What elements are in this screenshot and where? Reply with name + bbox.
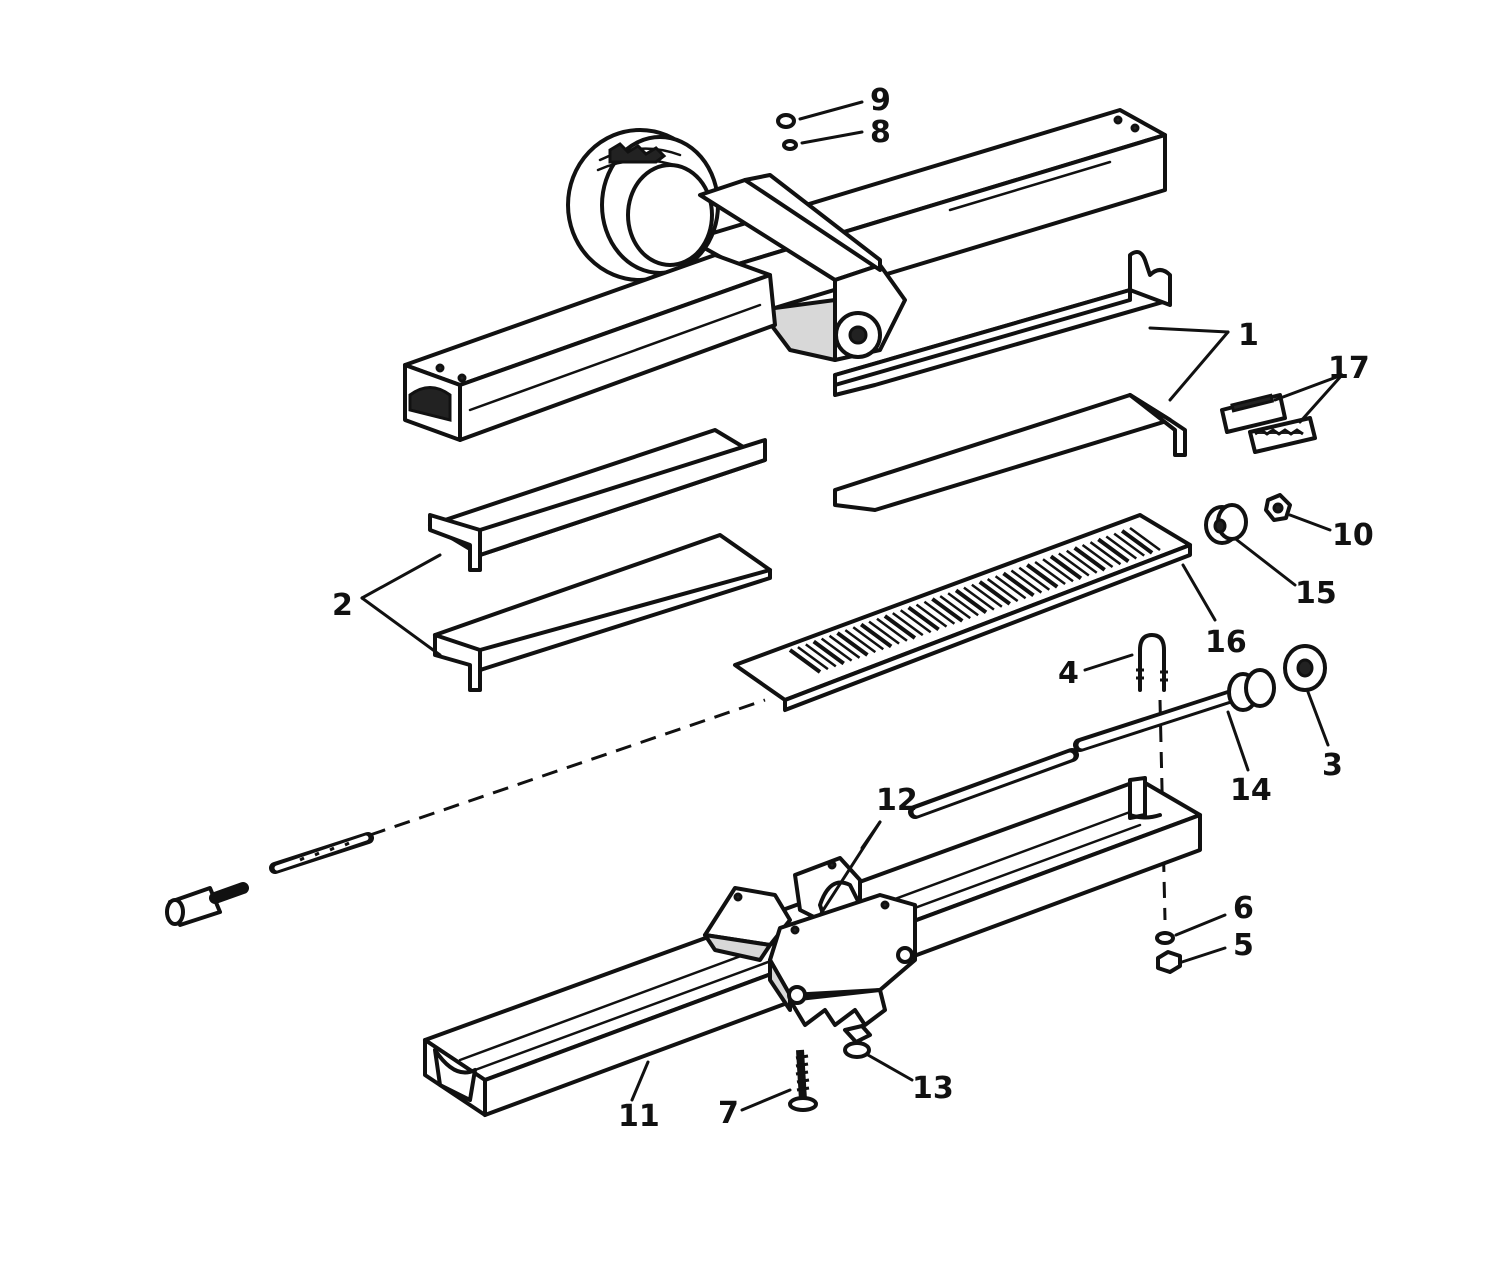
strip-tooth bbox=[1073, 546, 1106, 572]
alignment-dash-line bbox=[369, 698, 766, 837]
strip-tooth bbox=[939, 595, 971, 620]
strip-tooth bbox=[892, 612, 924, 637]
strip-tooth bbox=[1097, 537, 1130, 563]
strip-tooth bbox=[1018, 566, 1051, 591]
strip-tooth bbox=[844, 629, 877, 654]
strip-tooth bbox=[1129, 526, 1161, 552]
part-15-roller bbox=[1204, 503, 1297, 587]
callout-4: 4 bbox=[1058, 656, 1079, 691]
strip-tooth bbox=[947, 592, 979, 617]
strip-tooth bbox=[986, 578, 1019, 603]
callout-2: 2 bbox=[332, 588, 353, 623]
part-1-leader-a bbox=[1148, 326, 1230, 334]
part-4-u-bolt bbox=[1083, 633, 1168, 692]
part-2-leader-a bbox=[360, 553, 442, 600]
strip-tooth bbox=[1058, 552, 1090, 577]
callout-1: 1 bbox=[1238, 318, 1259, 353]
part-9-nut bbox=[776, 100, 864, 129]
part-13-bolt bbox=[843, 1024, 914, 1082]
callout-12: 12 bbox=[876, 783, 918, 818]
strip-tooth bbox=[963, 586, 995, 611]
strip-tooth bbox=[1034, 561, 1066, 586]
part-2-plate-upper bbox=[428, 428, 767, 572]
callout-6: 6 bbox=[1233, 891, 1254, 926]
part-1-guide-upper bbox=[833, 249, 1172, 397]
callout-14: 14 bbox=[1230, 773, 1272, 808]
callout-11: 11 bbox=[618, 1099, 660, 1134]
strip-tooth bbox=[1042, 558, 1074, 583]
part-6-washer bbox=[1155, 913, 1227, 945]
strip-tooth bbox=[931, 597, 964, 623]
part-1-leader-b bbox=[1168, 330, 1230, 402]
strip-tooth bbox=[907, 605, 940, 632]
strip-tooth bbox=[971, 583, 1003, 608]
callout-9: 9 bbox=[870, 83, 891, 118]
strip-tooth bbox=[836, 631, 869, 657]
strip-tooth bbox=[954, 588, 988, 615]
strip-tooth bbox=[1113, 532, 1145, 557]
part-12-rod bbox=[908, 748, 1079, 819]
callout-15: 15 bbox=[1295, 576, 1337, 611]
strip-tooth bbox=[915, 603, 948, 628]
strip-tooth bbox=[1089, 541, 1122, 566]
callout-8: 8 bbox=[870, 115, 891, 150]
strip-tooth bbox=[828, 634, 861, 659]
part-10-nut bbox=[1264, 493, 1332, 532]
strip-tooth bbox=[797, 646, 829, 671]
strip-tooth bbox=[1105, 535, 1138, 560]
callout-5: 5 bbox=[1233, 928, 1254, 963]
strip-tooth bbox=[1026, 563, 1059, 589]
strip-tooth bbox=[852, 626, 884, 651]
part-3-washer bbox=[1283, 644, 1330, 747]
strip-tooth bbox=[883, 614, 917, 640]
strip-tooth bbox=[876, 617, 908, 642]
callout-10: 10 bbox=[1332, 518, 1374, 553]
part-8-washer bbox=[782, 130, 864, 151]
callout-16: 16 bbox=[1205, 625, 1247, 660]
strip-tooth bbox=[1120, 529, 1154, 555]
strip-tooth bbox=[1049, 554, 1083, 580]
strip-tooth bbox=[994, 575, 1027, 600]
upper-carriage-assembly bbox=[403, 108, 1167, 442]
part-12-carriage-block bbox=[703, 820, 917, 1027]
part-7-screw bbox=[740, 1049, 818, 1112]
strip-tooth bbox=[899, 609, 932, 634]
strip-tooth bbox=[923, 600, 956, 625]
part-14-shaft bbox=[1073, 668, 1276, 772]
part-2-leader-b bbox=[360, 596, 442, 657]
strip-tooth bbox=[1010, 569, 1043, 594]
strip-tooth bbox=[812, 639, 845, 666]
callout-13: 13 bbox=[912, 1071, 954, 1106]
callout-3: 3 bbox=[1322, 748, 1343, 783]
part-1-guide-lower bbox=[833, 393, 1187, 512]
strip-tooth bbox=[820, 637, 853, 662]
strip-tooth bbox=[788, 648, 822, 674]
strip-tooth bbox=[859, 622, 893, 649]
strip-tooth bbox=[978, 580, 1011, 606]
roller-disc bbox=[566, 128, 720, 282]
callout-7: 7 bbox=[718, 1096, 739, 1131]
strip-tooth bbox=[805, 643, 837, 668]
callout-labels: 9 8 1 17 10 15 2 16 4 3 14 12 6 5 13 7 1… bbox=[332, 83, 1374, 1134]
strip-tooth bbox=[868, 620, 900, 645]
strip-tooth bbox=[1081, 544, 1114, 569]
pin-sleeve bbox=[165, 882, 249, 927]
drive-pin bbox=[269, 832, 374, 874]
strip-tooth bbox=[1002, 571, 1035, 598]
callout-17: 17 bbox=[1328, 351, 1370, 386]
strip-tooth bbox=[1066, 549, 1098, 574]
part-2-plate-lower bbox=[433, 533, 772, 692]
part-16-toothed-strip bbox=[733, 513, 1217, 712]
part-17-rack bbox=[1220, 373, 1344, 454]
center-bracket bbox=[698, 173, 907, 362]
strip-teeth bbox=[788, 526, 1161, 674]
upper-beam-left bbox=[403, 253, 777, 442]
part-5-nut bbox=[1156, 946, 1227, 974]
